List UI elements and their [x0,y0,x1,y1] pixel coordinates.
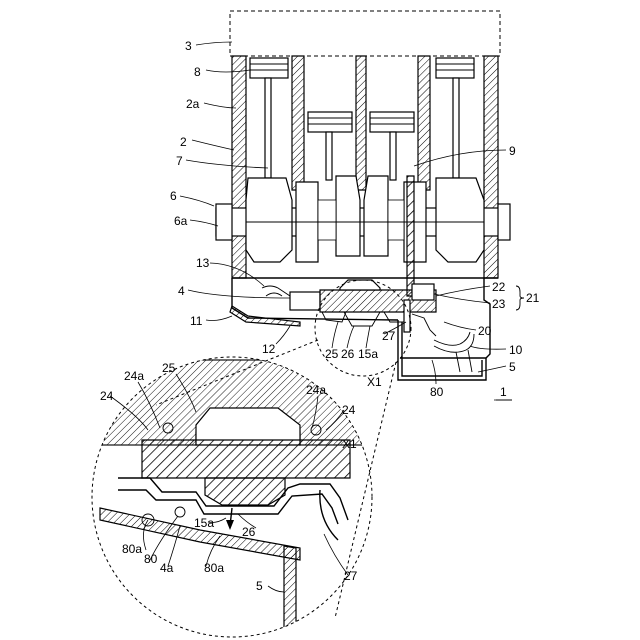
detail-label-5: 5 [256,579,263,593]
detail-label-27: 27 [344,569,358,583]
label-22: 22 [492,280,506,294]
label-26: 26 [341,347,355,361]
label-9: 9 [509,144,516,158]
label-8: 8 [194,65,201,79]
label-1: 1 [500,385,507,399]
label-10: 10 [509,343,523,357]
label-21: 21 [526,291,540,305]
detail-magnified-view [80,357,400,640]
detail-label-x1: X1 [342,437,357,451]
label-5: 5 [509,360,516,374]
detail-label-24-left: 24 [100,389,114,403]
label-15a: 15a [358,347,378,361]
detail-label-24a-left: 24a [124,369,144,383]
label-4: 4 [178,284,185,298]
label-20: 20 [478,324,492,338]
detail-label-26: 26 [242,525,256,539]
detail-label-25: 25 [162,361,176,375]
detail-label-80a-right: 80a [204,561,224,575]
bracket-21-brace [516,286,524,310]
label-x1: X1 [367,375,382,389]
label-27: 27 [382,329,396,343]
label-2: 2 [180,135,187,149]
dipstick-guide-tube [407,176,414,296]
label-2a: 2a [186,97,200,111]
label-12: 12 [262,342,276,356]
detail-label-4a: 4a [160,561,174,575]
detail-label-24a-right: 24a [306,383,326,397]
cylinder-head-cover [230,11,500,56]
label-25: 25 [325,347,339,361]
detail-label-24-right: 24 [342,403,356,417]
label-6: 6 [170,189,177,203]
detail-label-80: 80 [144,552,158,566]
label-6a: 6a [174,214,188,228]
detail-label-15a: 15a [194,516,214,530]
label-3: 3 [185,39,192,53]
label-13: 13 [196,256,210,270]
label-11: 11 [190,314,203,328]
label-7: 7 [176,154,183,168]
label-23: 23 [492,297,506,311]
label-80: 80 [430,385,444,399]
detail-label-80a-left: 80a [122,542,142,556]
